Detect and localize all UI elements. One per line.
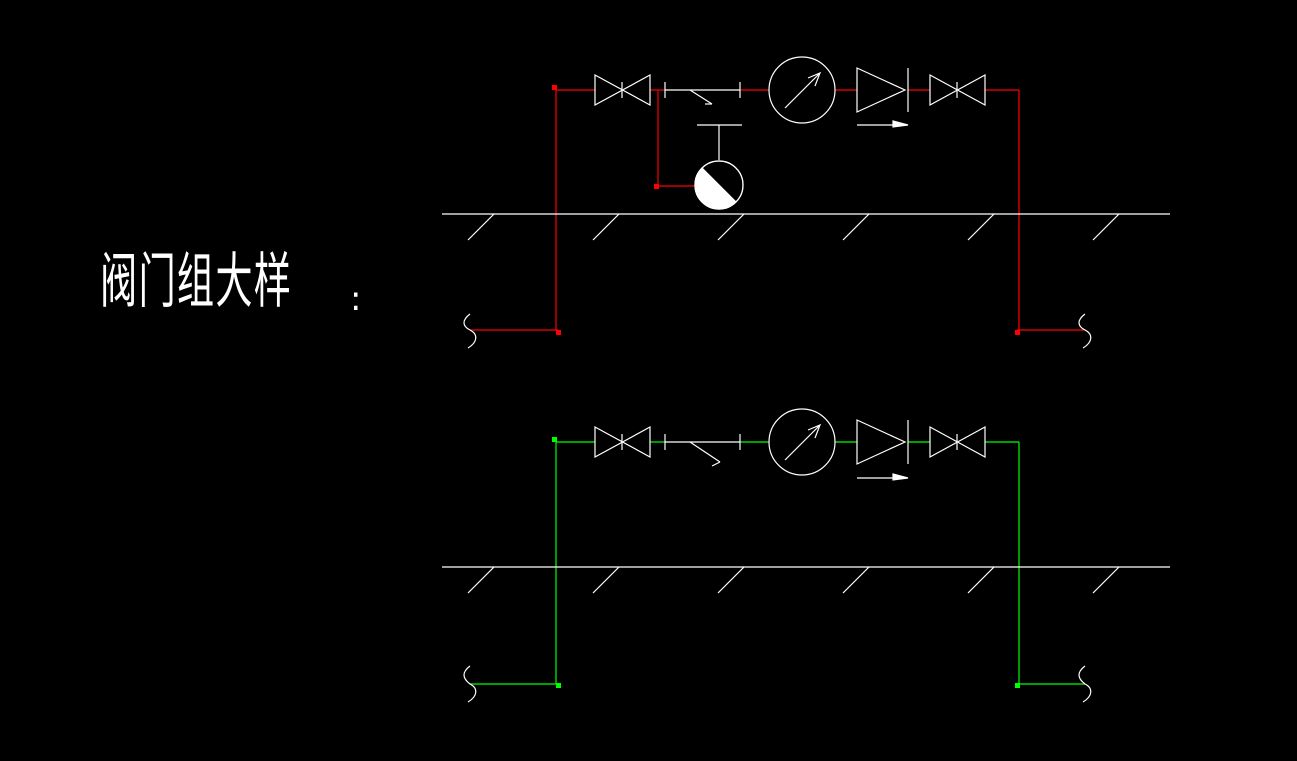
lower-water-meter — [769, 409, 835, 475]
upper-flow-arrow — [857, 121, 908, 127]
lower-pipe-break-right — [1079, 666, 1091, 702]
upper-valve-group — [470, 57, 1085, 335]
lower-flow-arrow — [857, 474, 908, 480]
lower-pipe-break-left — [464, 666, 476, 702]
lower-valve-group — [470, 409, 1085, 688]
upper-ground-line — [442, 214, 1170, 240]
lower-check-valve — [857, 420, 908, 464]
lower-gate-valve-1 — [595, 427, 650, 457]
lower-ground-line — [442, 567, 1170, 593]
upper-check-valve — [857, 68, 908, 112]
upper-pressure-gauge — [695, 125, 743, 209]
lower-node-markers — [552, 437, 1020, 688]
upper-pipe-break-right — [1079, 314, 1091, 348]
upper-water-meter — [769, 57, 835, 123]
upper-strainer — [665, 82, 740, 104]
upper-node-markers — [552, 85, 1020, 335]
upper-pipe — [470, 88, 1085, 330]
upper-gate-valve-2 — [930, 75, 985, 105]
drawing-title: 阀门组大样 — [100, 247, 293, 317]
drawing-title-colon: : — [350, 279, 362, 319]
upper-gate-valve-1 — [595, 75, 650, 105]
lower-strainer — [665, 434, 740, 466]
upper-pipe-break-left — [464, 314, 476, 348]
lower-gate-valve-2 — [930, 427, 985, 457]
lower-pipe — [470, 440, 1085, 684]
